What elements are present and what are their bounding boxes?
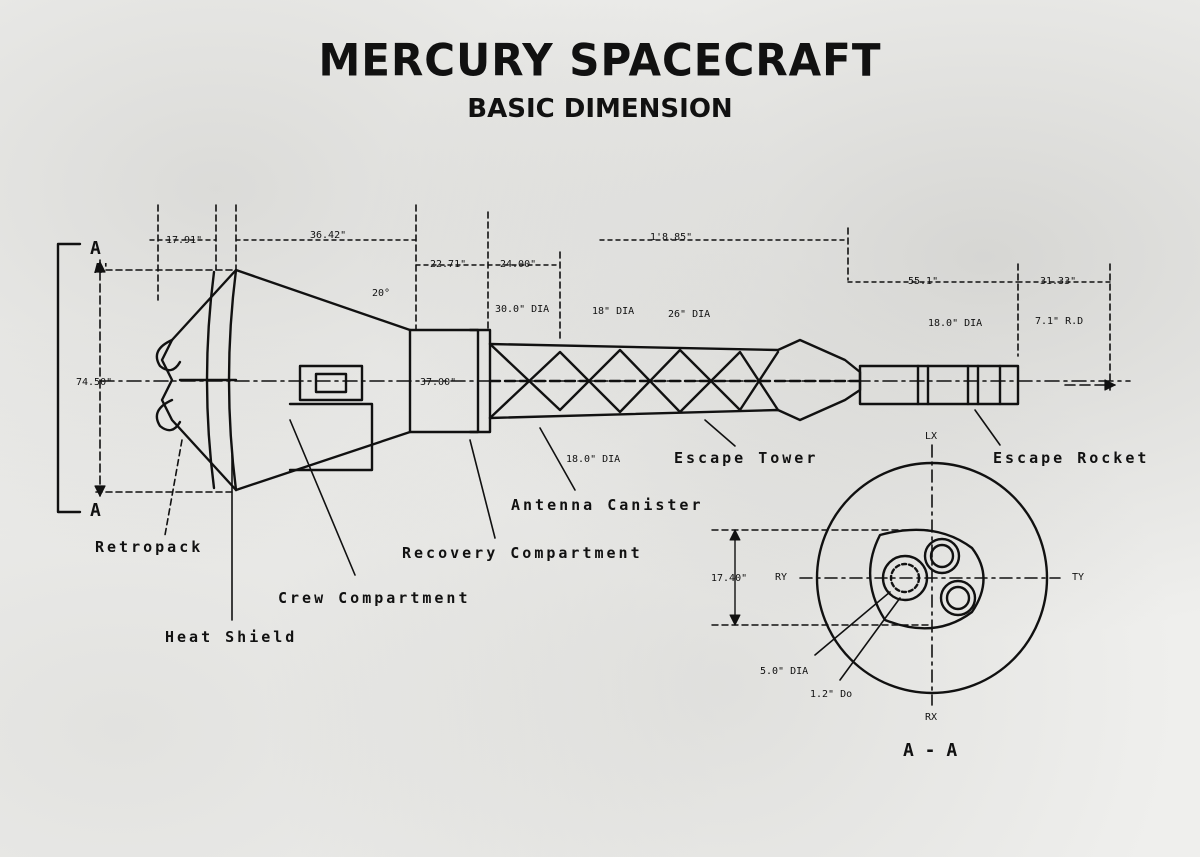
axis-right-label: TY (1072, 572, 1085, 583)
escape-rocket-outline (858, 364, 1020, 406)
dimension-label: 74.50" (76, 377, 113, 388)
section-marker-bottom: A (90, 500, 101, 521)
dimension-label: 36.42" (310, 230, 347, 241)
escape-rocket-label: Escape Rocket (993, 449, 1150, 467)
recovery-compartment-label: Recovery Compartment (402, 544, 643, 562)
dimension-label: 7.1" R.D (1035, 316, 1084, 327)
heat-shield-label: Heat Shield (165, 628, 298, 646)
dimension-label: 20° (372, 288, 391, 299)
dimension-label: 22.71" (430, 259, 467, 270)
page-subtitle: BASIC DIMENSION (467, 94, 733, 124)
escape-tower-label: Escape Tower (674, 449, 819, 467)
dimension-label: 30.0" DIA (495, 304, 550, 315)
dimension-label: 55.1" (908, 276, 939, 287)
dimension-label: 24.00" (500, 259, 537, 270)
axis-top-label: LX (925, 431, 938, 442)
dimension-label: 18.0" DIA (928, 318, 983, 329)
axis-bottom-label: RX (925, 712, 938, 723)
dimension-label: 26" DIA (668, 309, 711, 320)
dimension-label: 1.2" Do (810, 689, 853, 700)
dimension-label: 31.33" (1040, 276, 1077, 287)
dimension-label: 5.0" DIA (760, 666, 809, 677)
antenna-canister-label: Antenna Canister (511, 496, 704, 514)
retropack-label: Retropack (95, 538, 204, 556)
section-marker-prime: A' (94, 262, 110, 277)
section-bracket (56, 242, 82, 514)
dimension-label: 37.00" (420, 377, 457, 388)
section-label: A - A (903, 740, 958, 761)
dimension-label: 17.91" (166, 235, 203, 246)
dimension-label: 18.0" DIA (566, 454, 621, 465)
dimension-label: 17.40" (711, 573, 748, 584)
window-outline (298, 364, 364, 402)
section-marker-top: A (90, 238, 101, 259)
dimension-label: 1'8.85" (650, 232, 693, 243)
axis-left-label: RY (775, 572, 788, 583)
dimension-label: 18" DIA (592, 306, 635, 317)
crew-compartment-label: Crew Compartment (278, 589, 471, 607)
page-title: MERCURY SPACECRAFT (318, 34, 882, 87)
